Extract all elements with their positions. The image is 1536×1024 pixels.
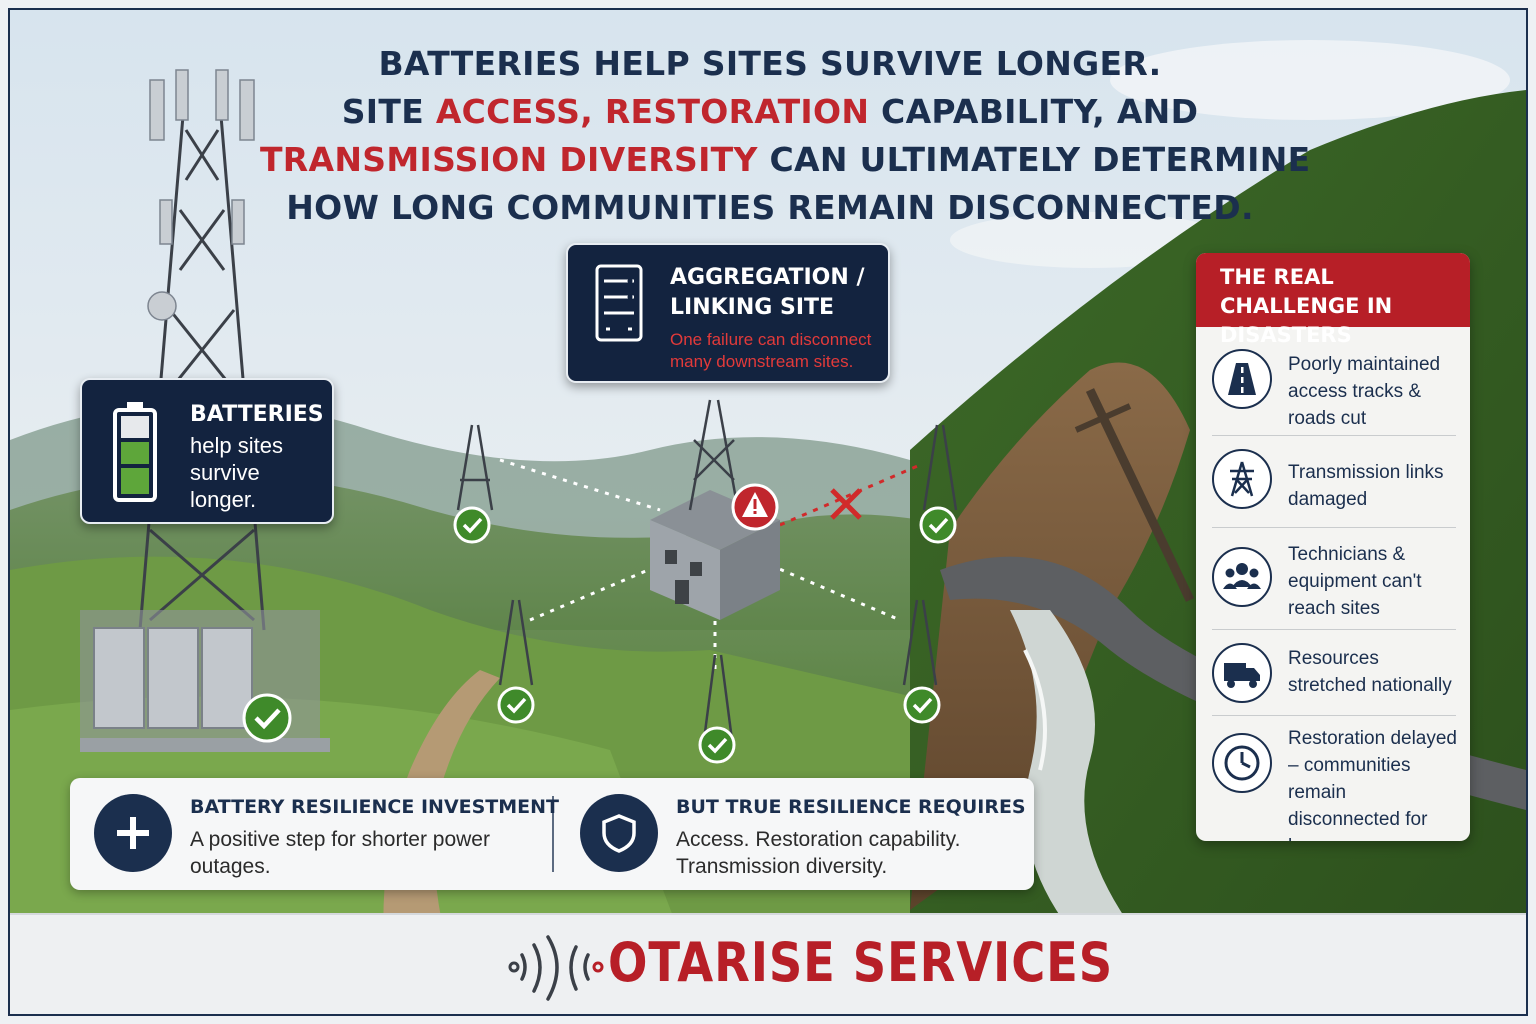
info-bar: BATTERY RESILIENCE INVESTMENT A positive… (70, 778, 1034, 890)
challenge-text-transmission: Transmission links damaged (1288, 462, 1444, 510)
aggregation-warning: One failure can disconnect many downstre… (670, 330, 872, 371)
shield-icon (580, 794, 658, 872)
true-resilience-title: BUT TRUE RESILIENCE REQUIRES (676, 796, 1026, 818)
plus-icon (94, 794, 172, 872)
signal-waves-icon (508, 935, 604, 1001)
broken-link-x-icon (830, 488, 862, 520)
footer: OTARISE SERVICES (10, 913, 1526, 1014)
challenge-item-technicians: Technicians & equipment can't reach site… (1212, 537, 1456, 630)
batteries-title: BATTERIES (190, 402, 324, 427)
headline-line-3: TRANSMISSION DIVERSITY CAN ULTIMATELY DE… (260, 136, 1310, 184)
aggregation-building (650, 490, 780, 620)
aggregation-callout: AGGREGATION / LINKING SITE One failure c… (566, 243, 890, 383)
headline-line-1: BATTERIES HELP SITES SURVIVE LONGER. (378, 44, 1162, 83)
challenge-text-technicians: Technicians & equipment can't reach site… (1288, 544, 1422, 619)
batteries-description: help sites survive longer. (190, 433, 283, 512)
info-divider (552, 796, 554, 872)
battery-investment-title: BATTERY RESILIENCE INVESTMENT (190, 796, 560, 818)
challenge-item-resources: Resources stretched nationally (1212, 639, 1456, 716)
headline-line-2: SITE ACCESS, RESTORATION CAPABILITY, AND (260, 88, 1280, 136)
headline-line-2-post: CAPABILITY, AND (869, 92, 1199, 131)
headline-highlight-access: ACCESS, RESTORATION (435, 92, 870, 131)
challenge-text-restoration: Restoration delayed – communities remain… (1288, 728, 1457, 841)
aggregation-title: AGGREGATION / LINKING SITE (670, 265, 865, 320)
challenge-item-roads: Poorly maintained access tracks & roads … (1212, 343, 1456, 436)
challenge-item-transmission: Transmission links damaged (1212, 445, 1456, 528)
infographic-frame: BATTERIES HELP SITES SURVIVE LONGER. SIT… (8, 8, 1528, 1016)
challenge-title: THE REAL CHALLENGE IN DISASTERS (1196, 253, 1470, 347)
challenge-text-resources: Resources stretched nationally (1288, 648, 1452, 696)
headline-line-3-post: CAN ULTIMATELY DETERMINE (757, 140, 1311, 179)
transmission-tower-icon (1212, 449, 1272, 509)
clock-icon (1212, 733, 1272, 793)
truck-icon (1212, 643, 1272, 703)
batteries-callout: BATTERIES help sites survive longer. (80, 378, 334, 524)
challenge-text-roads: Poorly maintained access tracks & roads … (1288, 354, 1441, 429)
headline: BATTERIES HELP SITES SURVIVE LONGER. SIT… (260, 40, 1310, 232)
headline-line-2-pre: SITE (341, 92, 436, 131)
headline-highlight-transmission: TRANSMISSION DIVERSITY (260, 140, 758, 179)
battery-icon (113, 402, 157, 502)
headline-line-4: HOW LONG COMMUNITIES REMAIN DISCONNECTED… (286, 188, 1254, 227)
road-icon (1212, 349, 1272, 409)
true-resilience-description: Access. Restoration capability. Transmis… (676, 828, 961, 878)
people-icon (1212, 547, 1272, 607)
challenge-panel: THE REAL CHALLENGE IN DISASTERS Poorly m… (1196, 253, 1470, 841)
check-icons (242, 506, 957, 764)
server-rack-icon (595, 264, 643, 342)
battery-investment-description: A positive step for shorter power outage… (190, 828, 490, 878)
warning-icon (731, 483, 779, 531)
brand-name: OTARISE SERVICES (608, 931, 1114, 994)
challenge-item-restoration: Restoration delayed – communities remain… (1212, 723, 1457, 841)
